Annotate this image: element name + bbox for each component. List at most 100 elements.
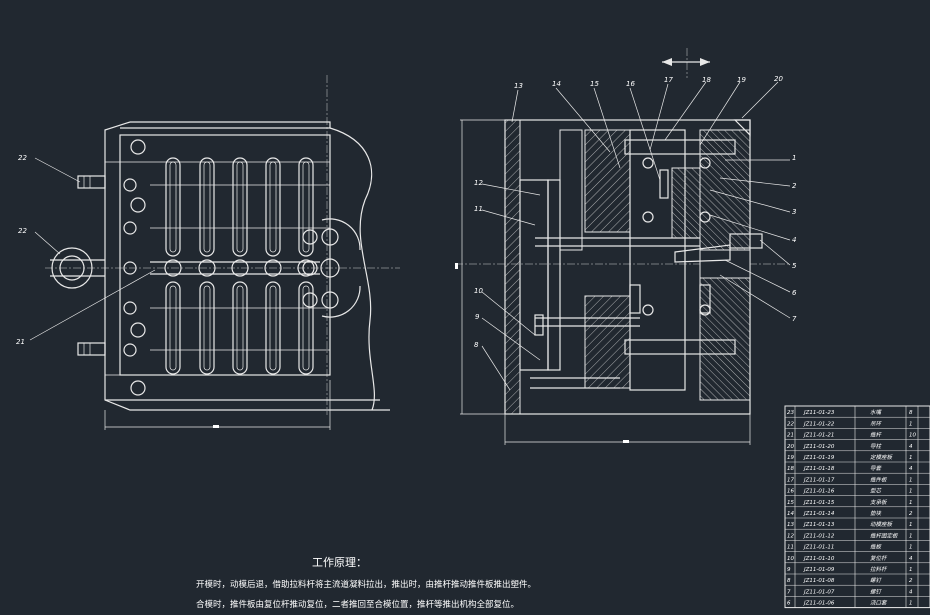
bom-qty: 4 <box>909 444 913 450</box>
working-principle-line-2: 合模时，推件板由复位杆推动复位，二者推回至合模位置，推杆等推出机构全部复位。 <box>196 600 520 610</box>
bom-name: 推杆 <box>870 432 883 439</box>
label-19: 19 <box>737 76 746 84</box>
bom-qty: 1 <box>909 522 913 528</box>
bom-no: 19 <box>787 455 794 461</box>
label-6: 6 <box>792 289 797 297</box>
bom-code: JZ11-01-08 <box>803 578 835 584</box>
bom-no: 22 <box>787 421 794 427</box>
bom-no: 13 <box>787 522 794 528</box>
bom-code: JZ11-01-12 <box>803 533 835 539</box>
bom-qty: 1 <box>909 455 913 461</box>
bom-qty: 2 <box>909 511 913 517</box>
bom-name: 导套 <box>870 465 883 472</box>
bom-qty: 1 <box>909 489 913 495</box>
label-7: 7 <box>792 315 797 323</box>
bom-qty: 1 <box>909 500 913 506</box>
bom-name: 复位杆 <box>870 555 888 562</box>
bom-name: 动模座板 <box>870 521 894 528</box>
bom-no: 23 <box>787 410 794 416</box>
bom-no: 17 <box>787 477 794 483</box>
bom-qty: 1 <box>909 545 913 551</box>
label-13: 13 <box>514 82 523 90</box>
bom-code: JZ11-01-14 <box>803 511 835 517</box>
bom-code: JZ11-01-11 <box>803 545 834 551</box>
bom-name: 水嘴 <box>870 409 883 416</box>
bom-no: 20 <box>787 444 794 450</box>
bom-code: JZ11-01-10 <box>803 556 835 562</box>
label-10: 10 <box>474 287 483 295</box>
bom-code: JZ11-01-20 <box>803 444 835 450</box>
bom-qty: 1 <box>909 477 913 483</box>
bom-qty: 2 <box>909 578 913 584</box>
bom-code: JZ11-01-16 <box>803 489 835 495</box>
label-21: 21 <box>16 338 25 346</box>
bom-no: 16 <box>787 489 794 495</box>
bom-name: 推件板 <box>870 476 888 483</box>
label-2: 2 <box>792 182 797 190</box>
bom-code: JZ11-01-21 <box>803 433 834 439</box>
bom-no: 18 <box>787 466 794 472</box>
cavity-slots <box>150 157 330 375</box>
bom-name: 推板 <box>870 544 883 551</box>
bom-name: 螺钉 <box>870 577 883 584</box>
bom-code: JZ11-01-19 <box>803 455 835 461</box>
label-8: 8 <box>474 341 479 349</box>
bom-code: JZ11-01-23 <box>803 410 835 416</box>
label-16: 16 <box>626 80 635 88</box>
label-3: 3 <box>792 208 796 216</box>
bom-name: 支承板 <box>870 499 888 506</box>
bom-code: JZ11-01-09 <box>803 567 835 573</box>
bom-qty: 4 <box>909 556 913 562</box>
bom-no: 6 <box>787 601 791 607</box>
label-1: 1 <box>792 154 796 162</box>
bom-no: 9 <box>787 567 791 573</box>
working-principle-title: 工作原理： <box>312 556 367 569</box>
label-20: 20 <box>774 75 783 83</box>
bom-name: 导柱 <box>870 443 883 450</box>
bom-code: JZ11-01-15 <box>803 500 835 506</box>
bom-qty: 1 <box>909 421 913 427</box>
bom-code: JZ11-01-22 <box>803 421 835 427</box>
label-22b: 22 <box>18 227 27 235</box>
bom-no: 7 <box>787 589 791 595</box>
bom-code: JZ11-01-13 <box>803 522 835 528</box>
bom-code: JZ11-01-18 <box>803 466 835 472</box>
top-view <box>29 75 400 430</box>
bom-name: 推杆固定板 <box>870 532 899 539</box>
label-18: 18 <box>702 76 711 84</box>
bom-name: 浇口套 <box>870 600 888 607</box>
label-14: 14 <box>552 80 561 88</box>
bom-no: 10 <box>787 556 794 562</box>
bom-no: 11 <box>787 545 794 551</box>
bom-name: 吊环 <box>870 420 883 427</box>
section-view-labels: 13 14 15 16 17 18 19 20 1 2 3 4 5 6 7 12… <box>474 75 797 349</box>
bom-qty: 1 <box>909 601 913 607</box>
label-22a: 22 <box>18 154 27 162</box>
bom-code: JZ11-01-06 <box>803 601 835 607</box>
label-17: 17 <box>664 76 673 84</box>
bom-qty: 4 <box>909 466 913 472</box>
working-principle-line-1: 开模时，动模后退，借助拉料杆将主流道凝料拉出，推出时，由推杆推动推件板推出塑件。 <box>196 580 537 590</box>
bom-qty: 1 <box>909 567 913 573</box>
bom-name: 螺钉 <box>870 588 883 595</box>
bom-qty: 10 <box>909 433 916 439</box>
bom-name: 拉料杆 <box>870 566 888 573</box>
bom-qty: 1 <box>909 533 913 539</box>
bom-no: 12 <box>787 533 794 539</box>
bom-no: 21 <box>787 433 794 439</box>
bom-no: 15 <box>787 500 794 506</box>
section-view <box>455 48 791 445</box>
bom-qty: 8 <box>909 410 913 416</box>
left-view-labels: 22 22 21 <box>16 154 27 346</box>
bom-code: JZ11-01-17 <box>803 477 835 483</box>
bom-name: 垫块 <box>870 510 882 517</box>
bom-no: 14 <box>787 511 794 517</box>
label-11: 11 <box>474 205 483 213</box>
label-12: 12 <box>474 179 483 187</box>
label-15: 15 <box>590 80 599 88</box>
label-4: 4 <box>792 236 796 244</box>
bom-code: JZ11-01-07 <box>803 589 835 595</box>
bom-name: 型芯 <box>870 488 883 495</box>
